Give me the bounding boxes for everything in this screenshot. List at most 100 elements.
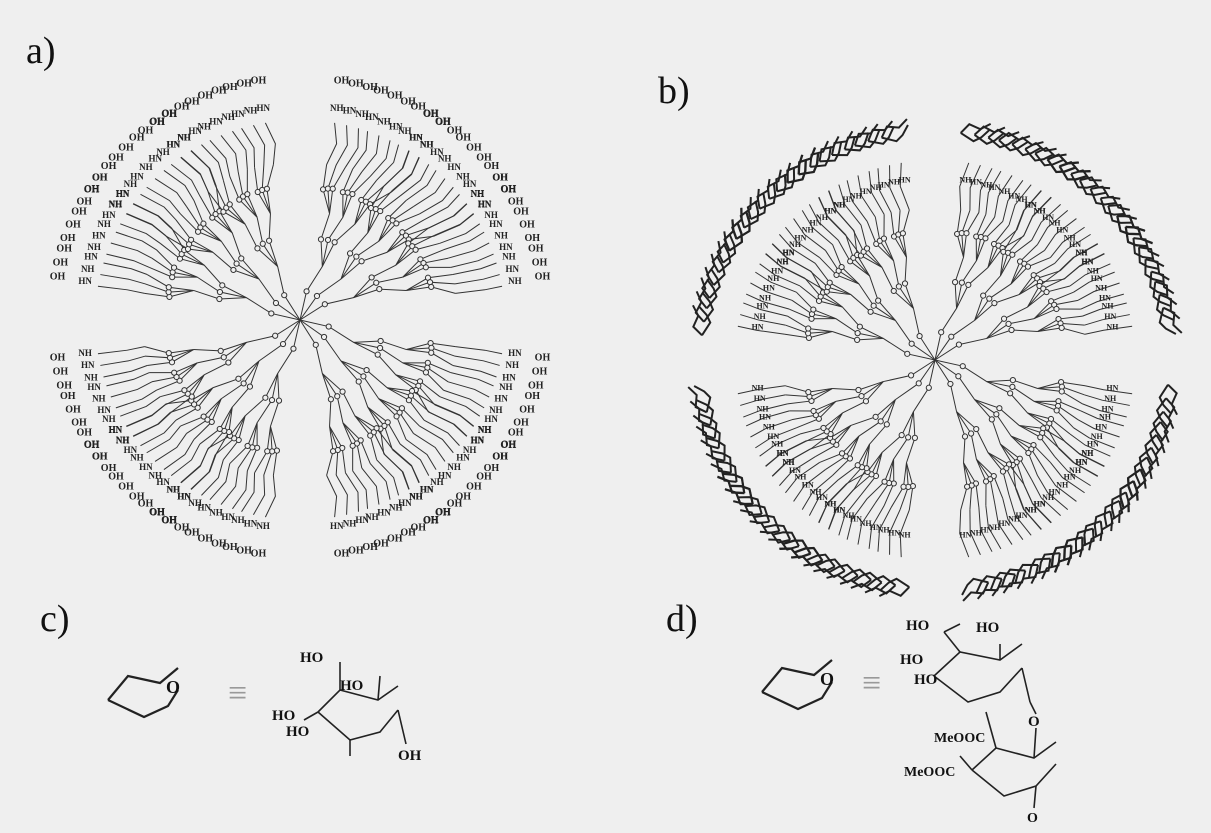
- amide-label: NH: [1099, 412, 1112, 421]
- branch-bond: [340, 251, 388, 280]
- chair-bond: [735, 211, 751, 240]
- linker-chain: [264, 122, 276, 165]
- panel-label-b: b): [658, 70, 690, 112]
- linker-chain: [146, 425, 181, 454]
- linker-chain: [978, 168, 993, 213]
- linker-chain: [413, 433, 446, 462]
- linker-chain: [120, 396, 161, 417]
- amide-label: HN: [109, 425, 123, 435]
- chair-bond: [1070, 169, 1102, 182]
- amide-label: NH: [166, 484, 180, 494]
- amide-label: HN: [1106, 383, 1118, 392]
- amide-label: NH: [489, 405, 503, 415]
- sugar-chair-end-group: [1155, 293, 1181, 321]
- chair-bond: [809, 140, 829, 167]
- amide-label: HN: [430, 147, 444, 157]
- hydroxy-end-group: OH: [56, 380, 72, 391]
- chair-bond: [711, 450, 732, 473]
- chair-bond: [850, 581, 883, 592]
- amide-label: NH: [1025, 505, 1038, 514]
- linker-chain: [1073, 271, 1115, 293]
- chair-bond: [1002, 570, 1027, 594]
- ester-oxygen: [187, 236, 195, 243]
- ester-oxygen: [938, 329, 945, 336]
- ester-oxygen: [1058, 324, 1065, 331]
- sugar-chair-end-group: [1074, 527, 1095, 558]
- hydroxy-end-group: OH: [334, 75, 350, 86]
- branch-bond: [895, 359, 936, 401]
- ester-oxygen: [863, 245, 871, 252]
- hydroxy-end-group: OH: [493, 173, 509, 184]
- chair-bond: [693, 385, 712, 413]
- hydroxy-end-group: OH: [92, 452, 108, 463]
- linker-chain: [140, 193, 177, 221]
- amide-label: NH: [84, 372, 98, 382]
- sugar-chair-end-group: [1144, 258, 1170, 283]
- amide-label: NH: [1008, 515, 1021, 524]
- ester-oxygen: [268, 310, 275, 317]
- amide-label: HN: [116, 189, 130, 199]
- hydroxy-end-group: OH: [138, 125, 154, 136]
- chair-bond: [1165, 397, 1176, 430]
- hydroxy-end-group: OH: [423, 515, 439, 526]
- chair-bond: [1046, 158, 1076, 173]
- amide-label: HN: [1064, 472, 1076, 481]
- chair-bond: [1155, 397, 1169, 428]
- ester-oxygen: [225, 359, 232, 366]
- linker-chain: [750, 419, 793, 438]
- ester-oxygen: [329, 185, 336, 192]
- amide-label: HN: [97, 405, 111, 415]
- chair-bond: [881, 124, 909, 143]
- linker-chain: [399, 443, 430, 476]
- ester-oxygen: [1058, 388, 1065, 395]
- chair-bond: [782, 539, 812, 555]
- amide-label: NH: [959, 176, 972, 185]
- amide-label: NH: [355, 109, 369, 119]
- linker-chain: [1050, 462, 1085, 494]
- linker-chain: [1077, 282, 1120, 301]
- linker-chain: [163, 170, 195, 201]
- amide-label: HN: [824, 207, 836, 216]
- linker-chain: [190, 150, 216, 186]
- chair-bond: [1100, 195, 1130, 211]
- amide-label: HN: [256, 103, 270, 113]
- ester-oxygen: [947, 380, 954, 388]
- amide-label: HN: [398, 498, 412, 508]
- amide-label: NH: [1095, 284, 1108, 293]
- ester-oxygen: [905, 434, 912, 441]
- amide-label: HN: [167, 139, 181, 149]
- sugar-chair-end-group: [830, 130, 856, 157]
- amide-label: NH: [92, 394, 106, 404]
- chair-bond: [1149, 421, 1162, 452]
- chair-bond: [695, 399, 715, 426]
- ester-oxygen: [951, 279, 959, 286]
- hydroxy-end-group: OH: [423, 109, 439, 120]
- linker-chain: [1084, 325, 1133, 335]
- chair-bond: [865, 575, 897, 588]
- linker-chain: [335, 125, 348, 166]
- ester-oxygen: [965, 281, 972, 288]
- hydroxy-end-group: OH: [174, 522, 190, 533]
- chair-bond: [708, 268, 721, 299]
- chair-bond: [786, 154, 804, 183]
- linker-chain: [146, 186, 181, 215]
- chair-bond: [750, 192, 767, 221]
- amide-label: HN: [825, 206, 837, 215]
- amide-label: HN: [1076, 457, 1088, 466]
- linker-chain: [163, 439, 195, 470]
- linker-chain: [838, 184, 862, 226]
- linker-chain: [352, 470, 369, 509]
- chair-bond: [1118, 492, 1131, 523]
- hydroxy-end-group: OH: [149, 117, 165, 128]
- amide-label: HN: [1069, 240, 1081, 249]
- amide-label: HN: [754, 394, 766, 403]
- ester-oxygen: [226, 201, 233, 208]
- amide-label: HN: [84, 252, 98, 262]
- glycosidic-oxygen: O: [1028, 714, 1040, 730]
- amide-label: HN: [1091, 274, 1103, 283]
- chair-symbol-c: [107, 667, 179, 719]
- linker-chain: [750, 282, 793, 301]
- ester-oxygen: [911, 434, 919, 441]
- sugar-chair-end-group: [692, 412, 718, 440]
- chair-bond: [797, 147, 816, 175]
